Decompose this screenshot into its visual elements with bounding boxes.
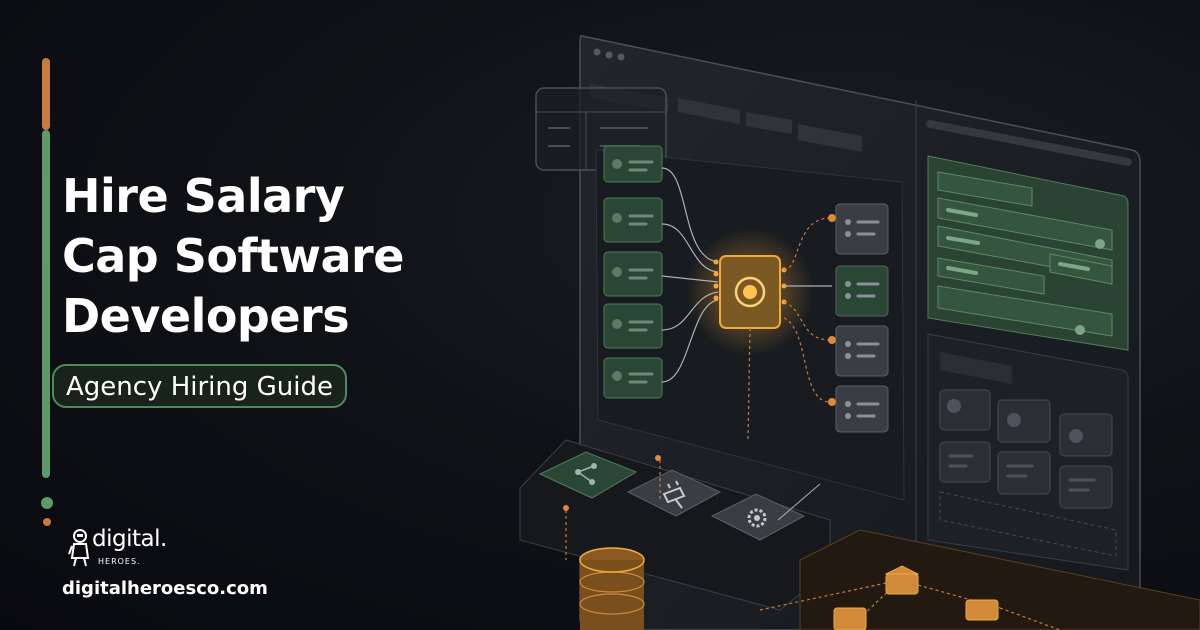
grid-panel — [927, 333, 1129, 571]
accent-bar-orange — [42, 58, 50, 130]
plug-icon — [626, 469, 722, 517]
brand-name: digital. — [92, 526, 167, 552]
accent-bar-green — [42, 130, 50, 478]
website-url: digitalheroesco.com — [62, 578, 268, 599]
accent-dot-orange — [43, 518, 51, 526]
illustration — [519, 34, 1200, 630]
headline-line-3: Developers — [62, 289, 350, 343]
settings-panel — [927, 155, 1129, 351]
headline-line-2: Cap Software — [62, 229, 404, 283]
brand-subtitle: HEROES. — [98, 557, 141, 566]
share-nodes-icon — [538, 451, 638, 499]
headline-line-1: Hire Salary — [62, 169, 345, 223]
accent-dot-green — [41, 497, 53, 509]
guide-tag: Agency Hiring Guide — [52, 364, 347, 408]
workflow-panel — [595, 145, 905, 501]
mascot-icon — [68, 529, 90, 567]
gear-icon — [710, 493, 806, 541]
brand-logo: digital. HEROES. — [68, 526, 218, 572]
window-dot-icon — [605, 51, 613, 59]
bottom-board — [759, 529, 1200, 630]
window-dot-icon — [593, 48, 601, 56]
headline: Hire Salary Cap Software Developers — [62, 166, 404, 346]
database-icon — [579, 547, 645, 630]
window-dot-icon — [617, 53, 625, 61]
tool-tray — [519, 439, 831, 611]
